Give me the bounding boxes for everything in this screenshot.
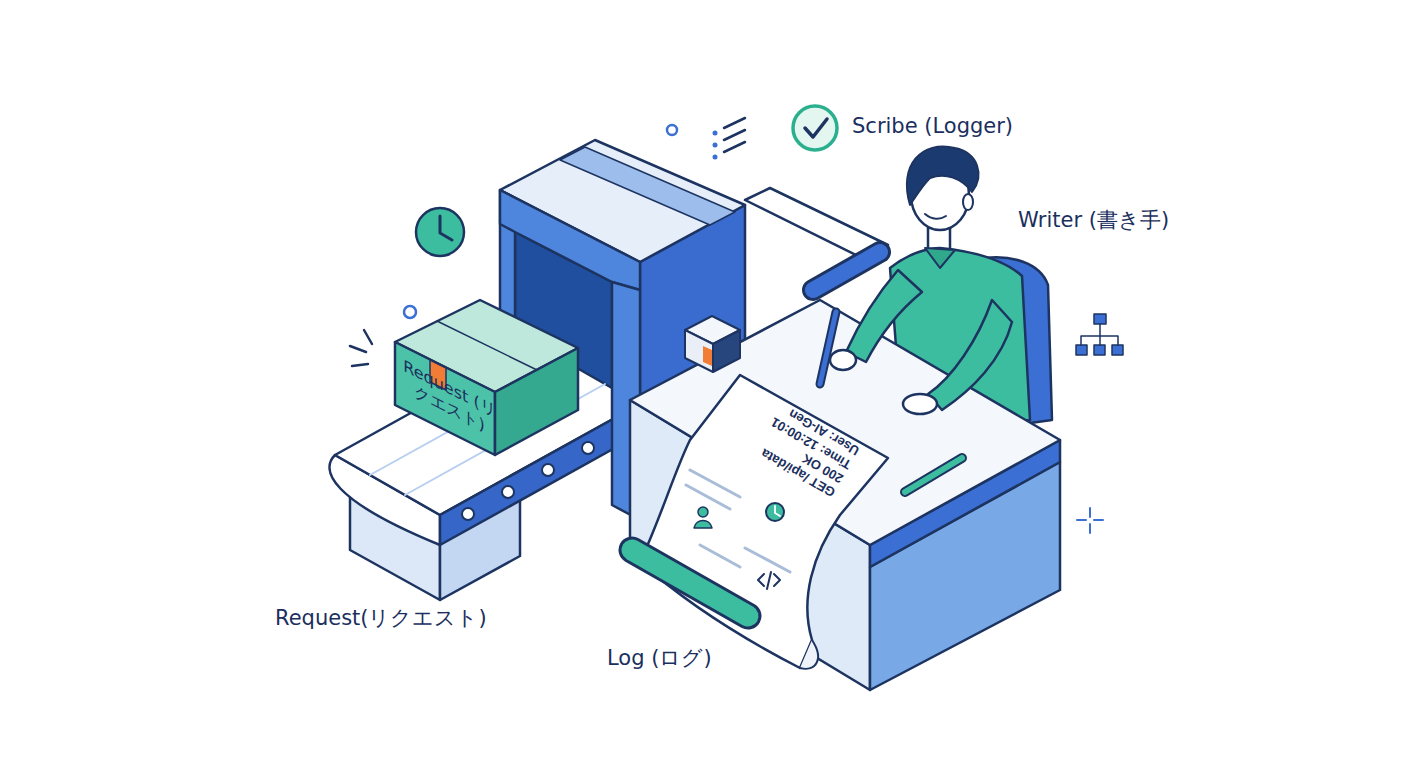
list-line [724,142,745,152]
code-icon [758,574,764,586]
list-line [724,118,745,128]
request-box: Request (リクエスト) [390,295,585,460]
check-icon [793,106,837,150]
paper-roll [632,550,748,616]
hierarchy-line [1081,336,1118,345]
sparkle-line [352,364,368,366]
hierarchy-icon [1094,345,1105,355]
belt-roller [462,508,474,520]
box-seam [437,321,537,370]
hand [830,350,856,370]
sensor-side [713,330,740,372]
smile [925,214,946,219]
text-line [686,485,730,509]
deco-circle [404,306,416,318]
ear [963,194,973,210]
sparkle-line [350,346,366,352]
belt-roller [582,442,594,454]
user-icon [694,521,712,529]
collar [925,248,955,268]
deco-circle [667,125,677,135]
paper-curl [800,640,818,669]
crosshair-icon [1089,508,1091,517]
resting-arm [928,300,1012,410]
clock-hands [440,216,452,240]
paper-roll [632,550,748,616]
log-scroll: GET /api/data200 OKTime: 12:00:01User: A… [615,365,910,675]
writing-arm [846,270,922,362]
log-scroll-outline [615,365,910,675]
desk-pen [905,458,962,492]
pen [820,312,836,384]
desk-pen [905,458,962,492]
log-paper [640,375,888,668]
sensor-light [703,346,712,366]
belt-roller [813,252,880,290]
list-line [724,130,745,140]
gate-top-band [560,147,735,225]
caption-label: Log (ログ) [607,644,712,672]
belt-roller [502,486,514,498]
crosshair-icon [1094,519,1103,521]
clock-icon [416,208,464,256]
clock-hands [775,506,780,516]
pen [820,312,836,384]
hierarchy-icon [1076,345,1087,355]
text-line [745,548,790,572]
hierarchy-icon [1094,314,1106,324]
sensor-face [685,330,713,372]
caption-label: Scribe (Logger) [852,114,1013,138]
list-dot [713,131,718,136]
check-mark [805,119,827,137]
box-side [495,348,578,455]
code-icon [767,572,771,589]
hand [903,394,937,414]
gate-beam [500,190,640,290]
belt-roller [542,464,554,476]
clock-icon [766,503,784,521]
list-dot [713,155,718,160]
user-icon [698,507,708,517]
crosshair-icon [1089,524,1091,533]
belt-roller [813,252,880,290]
code-icon [774,574,780,586]
caption-label: Request(リクエスト) [275,604,487,632]
crosshair-icon [1077,519,1086,521]
list-dot [713,143,718,148]
hierarchy-icon [1112,345,1123,355]
text-line [700,545,740,567]
caption-label: Writer (書き手) [1018,206,1169,234]
sparkle-line [364,330,372,344]
hair [907,147,979,205]
hierarchy-line [1099,324,1101,345]
